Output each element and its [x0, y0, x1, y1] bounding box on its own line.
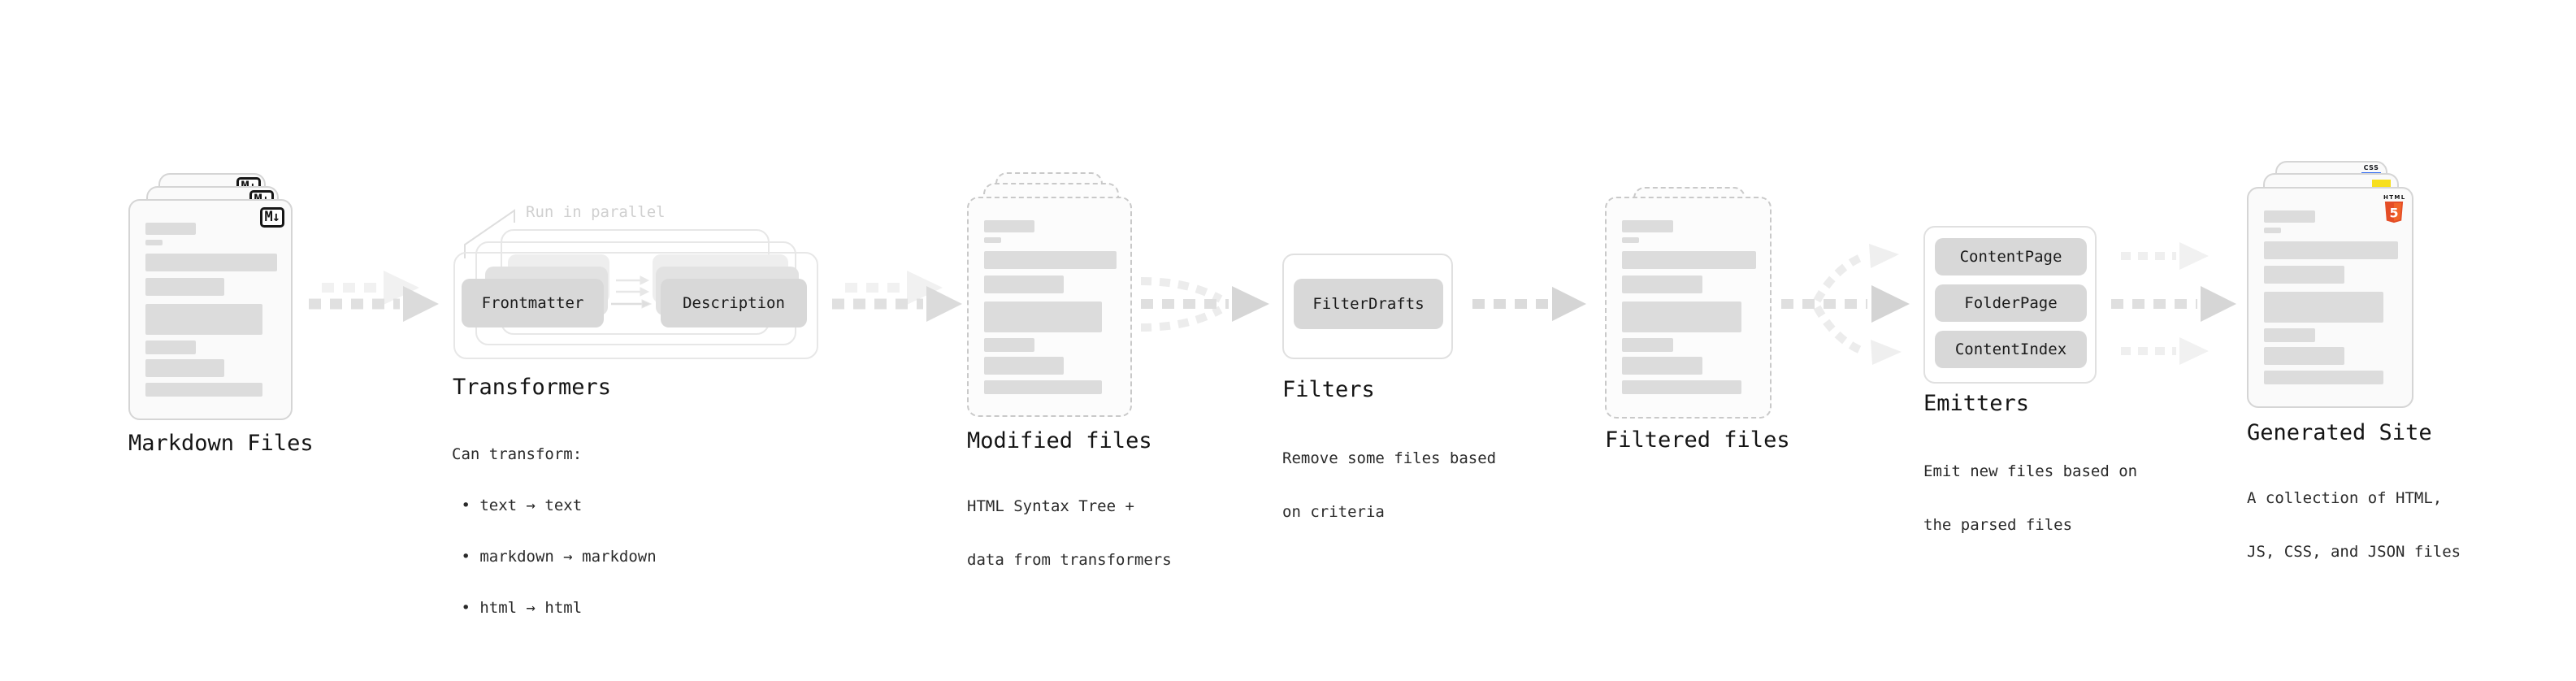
- placeholder-bar: [984, 220, 1034, 232]
- frontmatter-transformer: Frontmatter: [462, 279, 604, 327]
- html5-icon-word: HTML: [2383, 194, 2406, 201]
- markdown-files-label: Markdown Files: [128, 431, 314, 456]
- placeholder-bar: [984, 275, 1064, 293]
- generated-site-details: A collection of HTML, JS, CSS, and JSON …: [2247, 453, 2461, 596]
- detail-line: Emit new files based on: [1923, 462, 2138, 480]
- detail-line: A collection of HTML,: [2247, 489, 2443, 507]
- detail-line: the parsed files: [1923, 516, 2073, 534]
- svg-text:5: 5: [2389, 206, 2398, 221]
- detail-line: JS, CSS, and JSON files: [2247, 543, 2461, 561]
- run-in-parallel-annotation: Run in parallel: [526, 203, 666, 221]
- placeholder-bar: [984, 338, 1034, 352]
- detail-line: HTML Syntax Tree +: [967, 497, 1134, 515]
- arrow-emitters-to-generated: [2111, 242, 2236, 365]
- filter-drafts: FilterDrafts: [1294, 279, 1443, 329]
- detail-line: Can transform:: [452, 445, 583, 463]
- placeholder-bar: [984, 237, 1002, 243]
- placeholder-bar: [2264, 371, 2383, 384]
- emitters-details: Emit new files based on the parsed files: [1923, 427, 2137, 570]
- content-page-emitter: ContentPage: [1935, 238, 2087, 275]
- placeholder-bar: [984, 301, 1103, 332]
- filters-label: Filters: [1282, 377, 1375, 402]
- modified-files-label: Modified files: [967, 428, 1152, 453]
- placeholder-bar: [145, 383, 263, 397]
- filtered-file-card: [1605, 197, 1772, 419]
- placeholder-bar: [2264, 241, 2398, 259]
- placeholder-bar: [2264, 210, 2315, 223]
- detail-line: • html → html: [452, 599, 583, 617]
- placeholder-bar: [1622, 220, 1673, 232]
- detail-line: on criteria: [1282, 503, 1385, 521]
- placeholder-content: [984, 220, 1117, 394]
- placeholder-bar: [145, 278, 225, 296]
- detail-line: Remove some files based: [1282, 449, 1497, 467]
- emitters-box: ContentPage FolderPage ContentIndex: [1923, 226, 2097, 384]
- transformer-frame-front: [453, 252, 818, 359]
- generated-html-card: HTML 5: [2247, 187, 2413, 408]
- placeholder-content: [2264, 210, 2398, 384]
- placeholder-bar: [1622, 251, 1756, 269]
- detail-line: data from transformers: [967, 551, 1172, 569]
- description-transformer: Description: [661, 279, 807, 327]
- detail-line: • text → text: [452, 497, 583, 514]
- emitters-label: Emitters: [1923, 391, 2030, 416]
- placeholder-bar: [2264, 347, 2344, 365]
- modified-files-details: HTML Syntax Tree + data from transformer…: [967, 462, 1172, 605]
- placeholder-content: [1622, 220, 1756, 394]
- placeholder-content: [145, 223, 277, 397]
- filtered-files-label: Filtered files: [1605, 427, 1790, 453]
- placeholder-bar: [984, 251, 1117, 269]
- placeholder-bar: [145, 340, 196, 354]
- detail-line: • markdown → markdown: [452, 548, 657, 566]
- arrow-markdown-to-transformers: [309, 271, 439, 322]
- placeholder-bar: [2264, 328, 2315, 342]
- arrow-split-into-emitters: [1781, 244, 1910, 365]
- markdown-icon: M↓: [259, 207, 284, 228]
- transformers-details: Can transform: • text → text • markdown …: [452, 412, 657, 651]
- placeholder-bar: [2264, 266, 2344, 284]
- transformers-label: Transformers: [453, 375, 612, 400]
- folder-page-emitter: FolderPage: [1935, 284, 2087, 322]
- placeholder-bar: [145, 223, 196, 235]
- placeholder-bar: [145, 359, 225, 377]
- placeholder-bar: [1622, 275, 1702, 293]
- placeholder-bar: [1622, 338, 1673, 352]
- placeholder-bar: [145, 304, 263, 335]
- placeholder-bar: [1622, 301, 1741, 332]
- html5-shield: 5: [2384, 202, 2404, 223]
- placeholder-bar: [984, 357, 1064, 375]
- placeholder-bar: [1622, 357, 1702, 375]
- placeholder-bar: [2264, 228, 2282, 233]
- placeholder-bar: [145, 254, 277, 271]
- placeholder-bar: [1622, 237, 1640, 243]
- html5-icon: HTML 5: [2383, 194, 2405, 227]
- filters-details: Remove some files based on criteria: [1282, 414, 1496, 557]
- placeholder-bar: [145, 240, 163, 245]
- generated-site-label: Generated Site: [2247, 420, 2432, 445]
- modified-file-card: [967, 197, 1132, 417]
- content-index-emitter: ContentIndex: [1935, 331, 2087, 368]
- css-icon-label: CSS: [2363, 164, 2379, 171]
- arrow-filters-to-filtered: [1472, 287, 1586, 321]
- filters-box: FilterDrafts: [1282, 254, 1453, 359]
- placeholder-bar: [984, 380, 1103, 394]
- arrow-merge-into-filters: [1140, 277, 1269, 332]
- arrow-transformers-to-modified: [832, 271, 962, 322]
- placeholder-bar: [1622, 380, 1741, 394]
- placeholder-bar: [2264, 292, 2383, 323]
- markdown-file-card: M↓: [128, 199, 293, 420]
